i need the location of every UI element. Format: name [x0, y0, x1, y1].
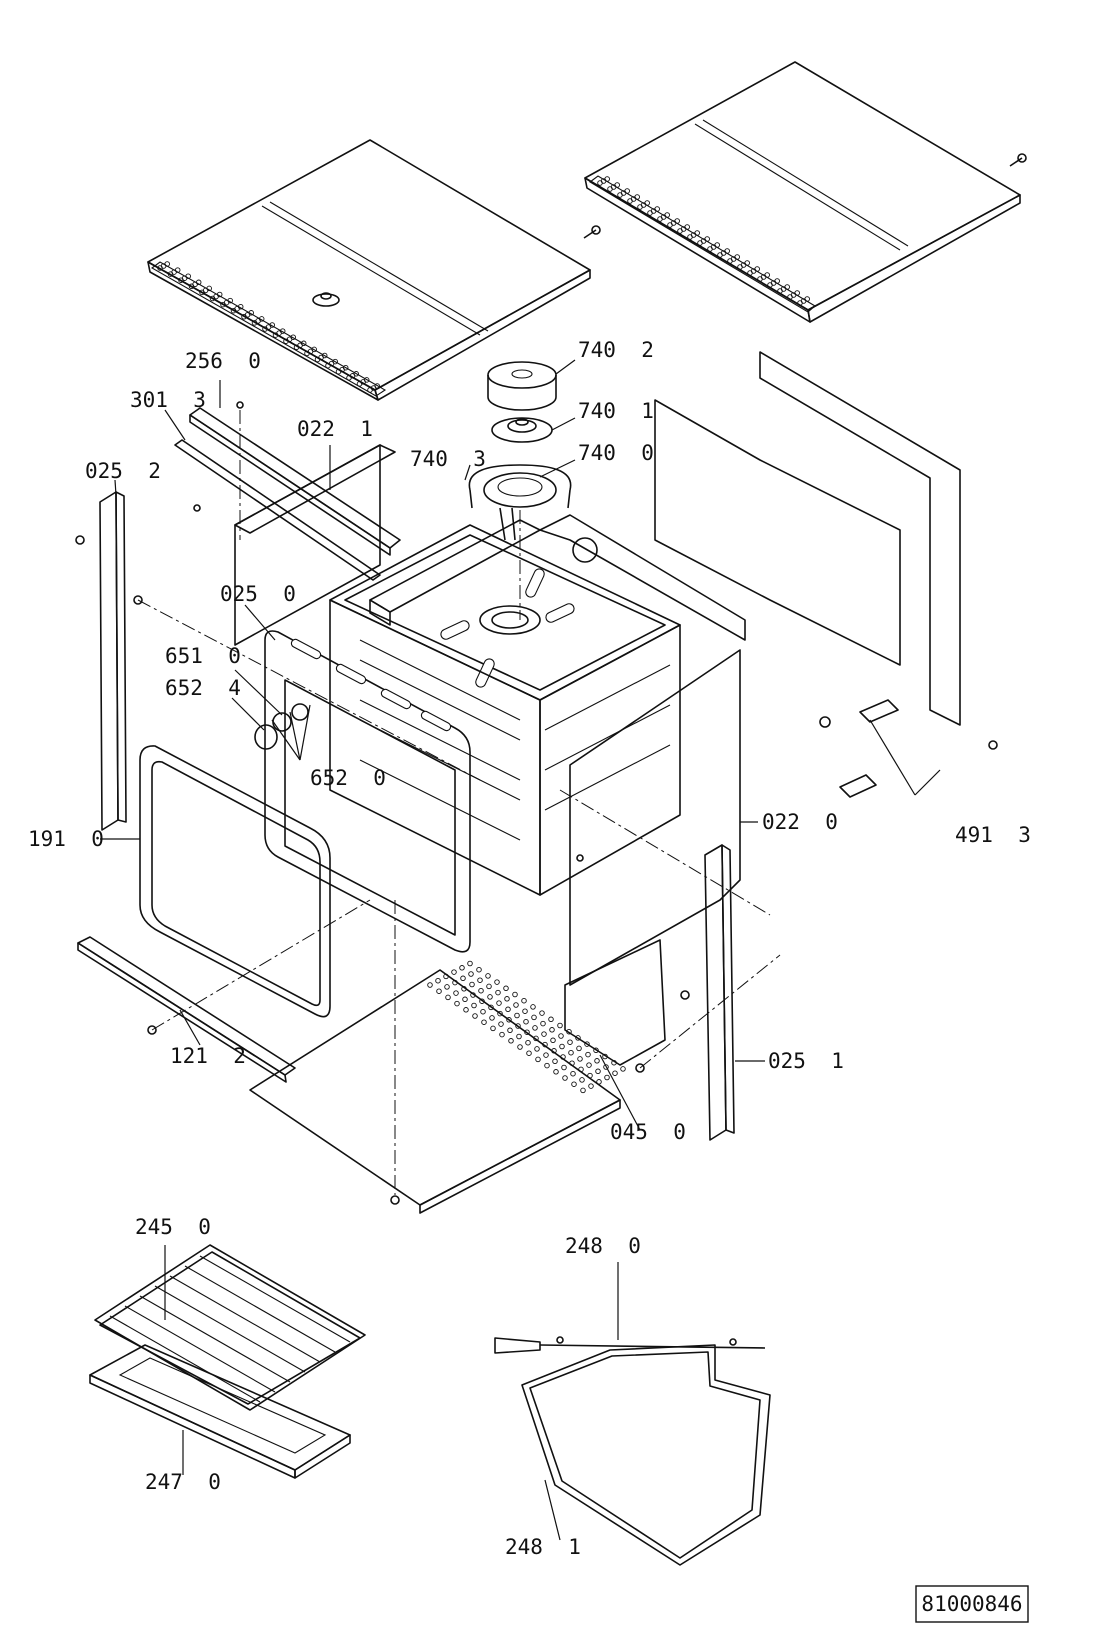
bottom-trim-bar: [77, 936, 296, 1083]
part-label-p652-4: 652 4: [165, 676, 241, 700]
part-label-p245-0: 245 0: [135, 1215, 211, 1239]
document-number-box: 81000846: [915, 1585, 1029, 1623]
part-labels: 740 2 740 1 740 3 740 0 256 0 301 3 022 1 025 2…: [28, 338, 1031, 1559]
side-trim-left: [75, 491, 143, 831]
door-frame: [139, 745, 331, 1018]
part-label-p301-3: 301 3: [130, 388, 206, 412]
leader-lines: [100, 359, 941, 1541]
part-label-p191-0: 191 0: [28, 827, 104, 851]
part-label-p121-2: 121 2: [170, 1044, 246, 1068]
bracket-491: [819, 699, 998, 798]
part-label-p248-1: 248 1: [505, 1535, 581, 1559]
part-label-p491-3: 491 3: [955, 823, 1031, 847]
part-label-p248-0: 248 0: [565, 1234, 641, 1258]
shelf-rails: [359, 639, 671, 841]
part-label-p740-2: 740 2: [578, 338, 654, 362]
part-label-p025-2: 025 2: [85, 459, 161, 483]
top-cover-right: [584, 61, 1021, 323]
part-label-p740-0: 740 0: [578, 441, 654, 465]
burner-assembly: [468, 361, 572, 620]
oven-shelf: [94, 1244, 366, 1411]
part-label-p740-3: 740 3: [410, 447, 486, 471]
spit-support-frame: [521, 1344, 771, 1566]
back-wall-panel: [539, 351, 961, 726]
part-label-p022-0: 022 0: [762, 810, 838, 834]
top-cover-right-perforation: [597, 176, 810, 306]
drip-tray: [89, 1344, 351, 1479]
part-label-p652-0: 652 0: [310, 766, 386, 790]
top-cover-left: [147, 139, 591, 401]
hinge-bracket: [564, 939, 690, 1073]
top-trim-bar: [174, 401, 401, 581]
right-side-panel: [569, 649, 741, 986]
control-knob-assembly: [254, 703, 309, 750]
part-label-p025-0: 025 0: [220, 582, 296, 606]
part-label-p022-1: 022 1: [297, 417, 373, 441]
side-trim-right: [704, 844, 735, 1141]
part-label-p045-0: 045 0: [610, 1120, 686, 1144]
oven-cavity: [329, 524, 681, 896]
bottom-plate-perforation: [427, 960, 626, 1094]
front-frame-panel: [264, 630, 471, 953]
part-label-p256-0: 256 0: [185, 349, 261, 373]
alignment-lines: [137, 410, 781, 1195]
part-label-p025-1: 025 1: [768, 1049, 844, 1073]
part-label-p247-0: 247 0: [145, 1470, 221, 1494]
part-label-p740-1: 740 1: [578, 399, 654, 423]
part-label-p651-0: 651 0: [165, 644, 241, 668]
rear-side-panel: [234, 444, 396, 646]
rotisserie-spit: [494, 1336, 766, 1354]
screw-icon: [583, 153, 1027, 239]
document-number: 81000846: [921, 1592, 1022, 1616]
bottom-plate: [249, 960, 626, 1214]
